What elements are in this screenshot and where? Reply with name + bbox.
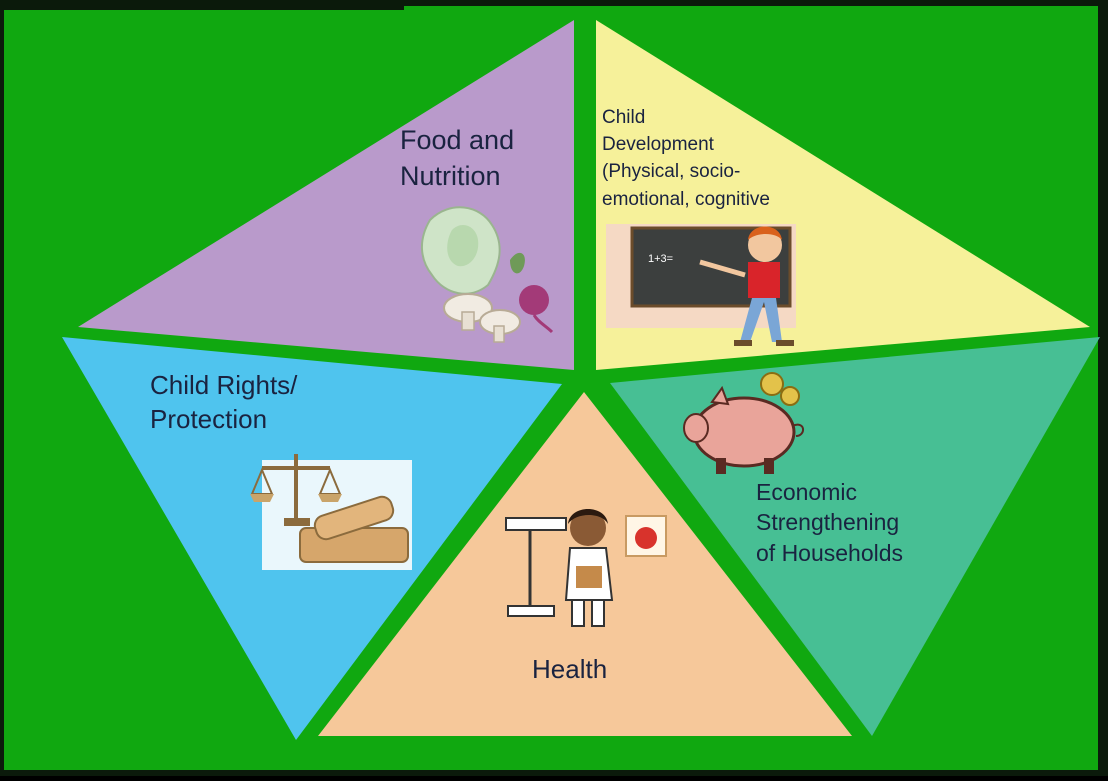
health-label: Health [532,654,607,684]
vegetables-icon [421,206,554,343]
scales-gavel-icon [250,454,412,570]
economic-label-line-3: of Households [756,540,903,566]
food-label-line-1: Food and [400,125,514,155]
development-label-line-2: Development [602,134,715,155]
economic-label-line-1: Economic [756,479,857,505]
rights-label-line-2: Protection [150,404,267,434]
piggy-bank-icon [683,372,804,474]
nurse-scale-icon [505,509,667,627]
development-label-line-3: (Physical, socio- [602,161,740,182]
rights-label-line-1: Child Rights/ [150,370,298,400]
teacher-chalkboard-icon: 1+3= [606,224,796,346]
food-label-line-2: Nutrition [400,161,501,191]
top-border-strip [4,0,404,10]
chalkboard-text: 1+3= [648,253,673,265]
development-label-line-4: emotional, cognitive [602,189,770,210]
development-label-line-1: Child [602,107,645,128]
economic-label-line-2: Strengthening [756,509,899,535]
